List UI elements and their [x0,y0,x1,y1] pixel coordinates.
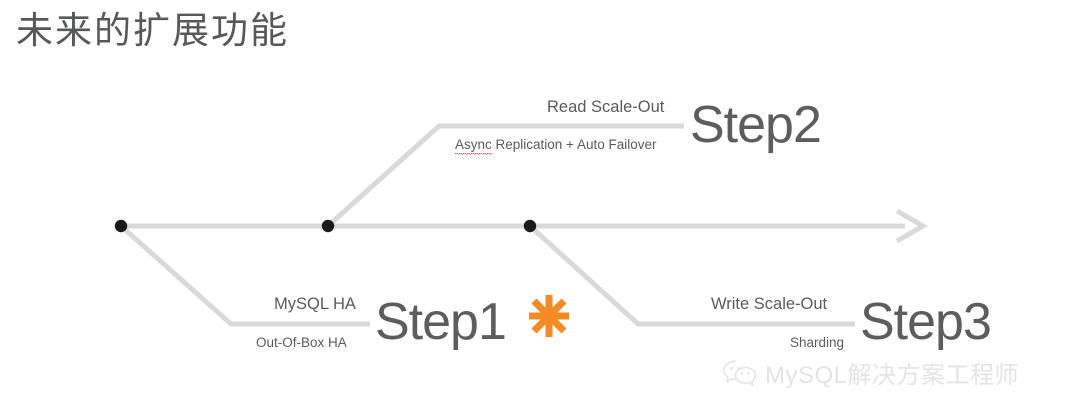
timeline-node-1 [114,219,128,233]
step2-bottom-label: Async Replication + Auto Failover [455,137,657,155]
asterisk-icon [529,295,569,337]
timeline-node-2 [321,219,335,233]
step3-connector [528,224,855,327]
watermark: MySQL解决方案工程师 [722,355,1019,390]
step2-connector [326,123,684,228]
watermark-text: MySQL解决方案工程师 [765,362,1020,389]
step3-word: Step3 [860,293,992,351]
step2-misspelled-word: Async [455,137,492,155]
step1-bottom-label: Out-Of-Box HA [256,335,347,350]
step2-word: Step2 [690,96,822,154]
wechat-icon [722,359,757,386]
page-title: 未来的扩展功能 [16,11,289,52]
step1-connector [119,224,370,327]
step3-top-label: Write Scale-Out [711,295,828,313]
step3-bottom-label: Sharding [790,335,845,350]
timeline-arrowhead [895,208,929,244]
step1-top-label: MySQL HA [274,295,356,313]
timeline-node-3 [523,219,537,233]
step2-top-label: Read Scale-Out [547,98,665,116]
step2-bottom-label-rest: Replication + Auto Failover [491,137,657,152]
step1-word: Step1 [375,293,507,351]
